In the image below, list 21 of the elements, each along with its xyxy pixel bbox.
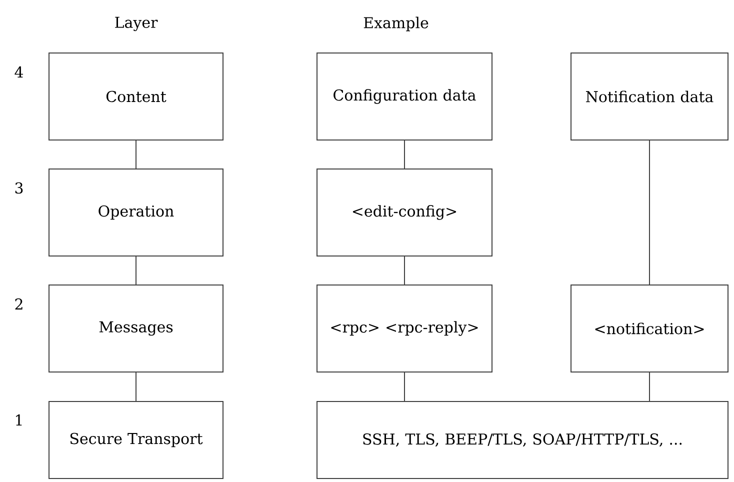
layer-box: Content: [48, 52, 224, 140]
layer-box: Configuration data: [316, 52, 492, 140]
layer-number: 3: [15, 182, 23, 194]
layer-number: 1: [16, 414, 22, 426]
layer-box: <notification>: [570, 284, 728, 372]
column-heading: Example: [364, 16, 428, 32]
connector-line: [649, 372, 650, 402]
layer-box: <edit-config>: [316, 168, 492, 256]
connector-line: [404, 256, 405, 285]
layer-box: SSH, TLS, BEEP/TLS, SOAP/HTTP/TLS, ...: [316, 400, 728, 479]
connector-line: [404, 372, 405, 402]
layer-box: Secure Transport: [48, 400, 224, 479]
layer-box: Notification data: [570, 52, 728, 140]
layer-number: 2: [15, 298, 22, 310]
layer-number: 4: [14, 66, 24, 78]
layer-box: <rpc> <rpc-reply>: [316, 284, 492, 372]
layer-box: Operation: [48, 168, 224, 256]
connector-line: [649, 140, 650, 285]
layer-box: Messages: [48, 284, 224, 372]
connector-line: [404, 140, 405, 169]
column-heading: Layer: [115, 16, 158, 32]
